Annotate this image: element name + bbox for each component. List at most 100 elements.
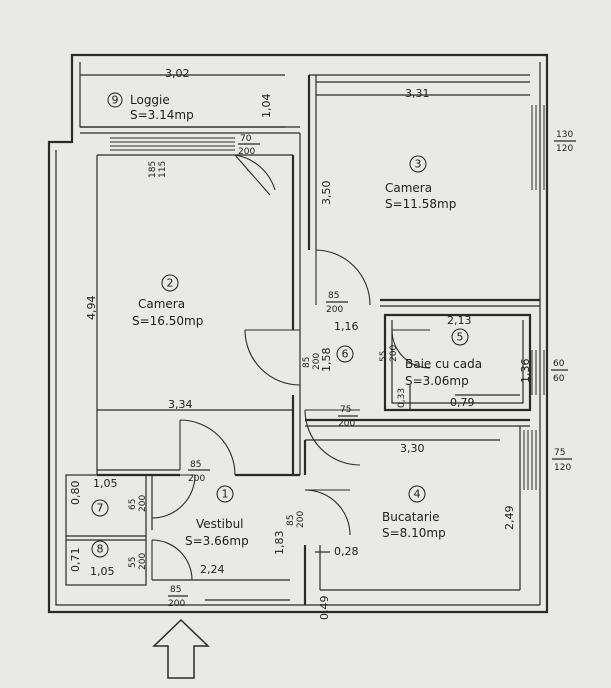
window-bath: [531, 350, 545, 395]
dim-room2-depth: 4,94: [85, 296, 98, 321]
svg-text:130: 130: [556, 130, 573, 140]
svg-text:85: 85: [328, 291, 339, 301]
room-5-name: Baie cu cada: [405, 357, 482, 371]
label-loggia-window: 185 115: [148, 161, 168, 178]
dim-room3-width: 3,31: [405, 87, 430, 100]
room-labels: Loggie S=3.14mp Camera S=16.50mp Camera …: [130, 93, 482, 548]
svg-text:200: 200: [238, 147, 255, 157]
label-door-r8: 55 200: [128, 553, 148, 570]
room-7-number: 7: [97, 502, 104, 515]
dim-bath-left: 0,33: [397, 388, 407, 408]
dim-kitchen-width: 3,30: [400, 442, 425, 455]
label-door-kitchen: 75 200: [338, 405, 358, 429]
svg-text:85: 85: [170, 585, 181, 595]
room-numbers: 9 2 3 6 5 4 1 7 8: [91, 92, 469, 558]
room-3-number: 3: [415, 158, 422, 171]
room-1-number: 1: [222, 488, 229, 501]
svg-text:120: 120: [556, 144, 573, 154]
dim-bath-width: 2,13: [447, 314, 472, 327]
door-room2: [244, 329, 301, 386]
svg-text:70: 70: [240, 134, 252, 144]
dim-vestibul-depth: 1,83: [273, 531, 286, 556]
room-9-number: 9: [112, 94, 119, 107]
room-2-area: S=16.50mp: [132, 314, 203, 328]
dim-vestibul-width: 2,24: [200, 563, 225, 576]
dimension-labels: 3,02 1,04 3,31 3,50 4,94 3,34 1,16 1,58 …: [69, 67, 532, 620]
label-loggia-door: 70 200: [238, 134, 260, 157]
svg-text:60: 60: [553, 374, 565, 384]
svg-text:185: 185: [148, 161, 158, 178]
dim-room7-width: 1,05: [93, 477, 118, 490]
room-2-name: Camera: [138, 297, 185, 311]
svg-text:75: 75: [340, 405, 351, 415]
room-8-number: 8: [97, 543, 104, 556]
windows: [110, 105, 545, 490]
opening-labels: 70 200 185 115 130 120 85 200 85 200 55 …: [128, 130, 576, 609]
dim-kitchen-depth: 2,49: [503, 506, 516, 531]
room-9-name: Loggie: [130, 93, 170, 107]
label-door-r7: 65 200: [128, 495, 148, 512]
svg-text:85: 85: [286, 515, 296, 526]
label-window-room3: 130 120: [554, 130, 576, 154]
window-kitchen: [523, 430, 537, 490]
door-loggia: [234, 154, 276, 196]
dim-hall6-depth: 1,58: [320, 348, 333, 373]
svg-text:75: 75: [554, 448, 565, 458]
room-5-area: S=3.06mp: [405, 374, 469, 388]
svg-text:200: 200: [138, 553, 148, 570]
window-loggia: [110, 137, 235, 151]
door-bath: [391, 329, 431, 369]
svg-text:200: 200: [312, 353, 322, 370]
room-3-area: S=11.58mp: [385, 197, 456, 211]
room-9-area: S=3.14mp: [130, 108, 194, 122]
dim-room2-width: 3,34: [168, 398, 193, 411]
dim-room8-depth: 0,71: [69, 548, 82, 573]
dim-bath-inner: 0,79: [450, 396, 475, 409]
svg-text:200: 200: [326, 305, 343, 315]
room-4-area: S=8.10mp: [382, 526, 446, 540]
entry-arrow-icon: [152, 618, 210, 679]
room-3-name: Camera: [385, 181, 432, 195]
dim-hall6-width: 1,16: [334, 320, 359, 333]
svg-text:85: 85: [190, 460, 201, 470]
dim-loggia-width: 3,02: [165, 67, 190, 80]
label-door-vestibul: 85 200: [188, 460, 210, 484]
svg-text:65: 65: [128, 499, 138, 510]
svg-text:200: 200: [188, 474, 205, 484]
door-room3: [315, 249, 371, 306]
door-vestibul: [179, 419, 236, 476]
room-4-number: 4: [414, 488, 421, 501]
dim-bath-depth: 1,36: [519, 359, 532, 384]
door-kitchen: [304, 409, 361, 466]
dim-kitchen-small: 0,28: [334, 545, 359, 558]
label-door-bath: 55 200: [379, 345, 399, 362]
room-4-name: Bucatarie: [382, 510, 440, 524]
svg-text:200: 200: [168, 599, 185, 609]
window-room3: [531, 105, 545, 190]
dim-loggia-depth: 1,04: [260, 94, 273, 119]
svg-text:120: 120: [554, 463, 571, 473]
svg-text:200: 200: [389, 345, 399, 362]
door-r7: [151, 474, 196, 519]
label-door-r4-hall: 85 200: [286, 511, 306, 528]
dim-room8-width: 1,05: [90, 565, 115, 578]
label-window-bath: 60 60: [551, 359, 568, 384]
label-door-hall6: 85 200: [302, 353, 322, 370]
svg-text:115: 115: [158, 161, 168, 178]
room-1-area: S=3.66mp: [185, 534, 249, 548]
interior-walls: [65, 74, 540, 605]
room-5-number: 5: [457, 331, 464, 344]
room-6-number: 6: [342, 348, 349, 361]
door-r4-hall: [304, 489, 351, 536]
label-door-room3: 85 200: [326, 291, 348, 315]
dim-room3-depth: 3,50: [320, 181, 333, 206]
svg-text:200: 200: [296, 511, 306, 528]
svg-text:85: 85: [302, 357, 312, 368]
svg-text:55: 55: [128, 557, 138, 568]
label-entry-door: 85 200: [168, 585, 188, 609]
svg-text:200: 200: [138, 495, 148, 512]
door-r8: [151, 539, 193, 581]
label-window-kitchen: 75 120: [552, 448, 572, 473]
dim-outer-small: 0,49: [318, 596, 331, 621]
